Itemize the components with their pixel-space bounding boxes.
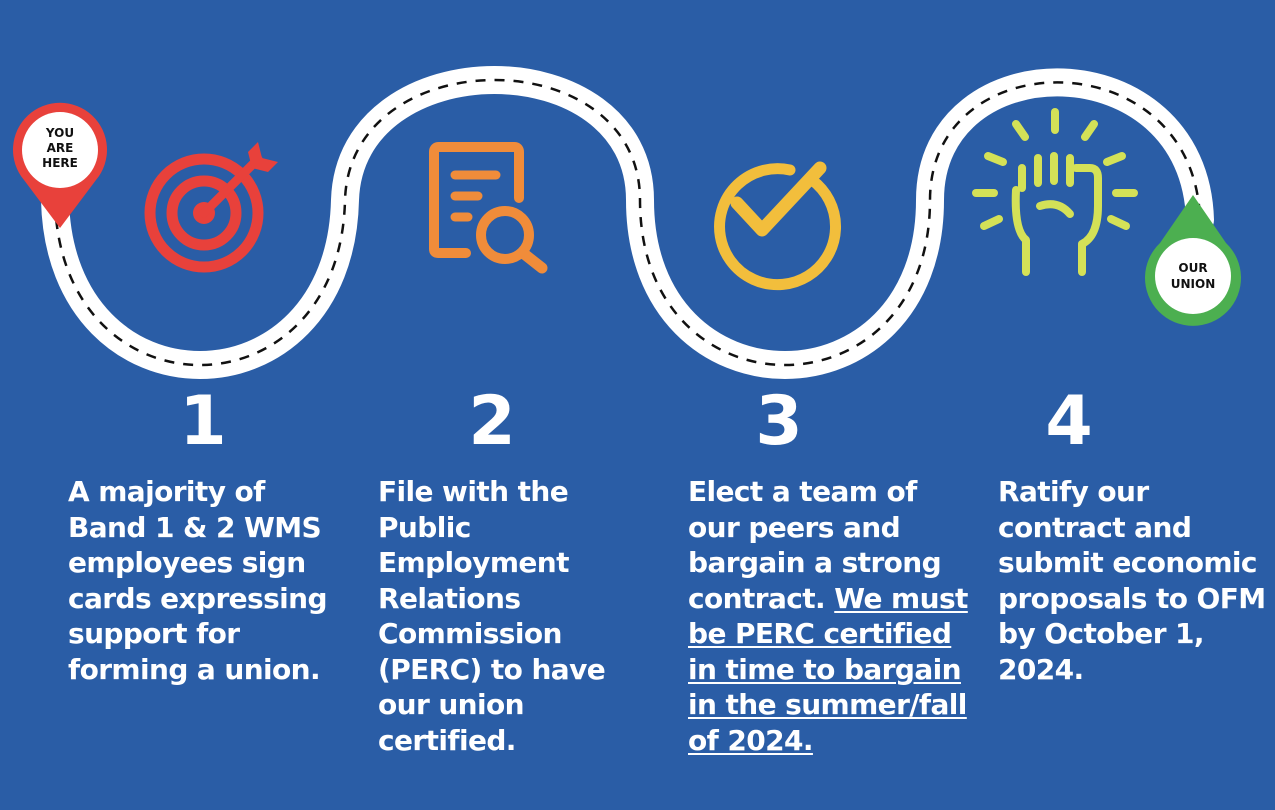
start-pin-center <box>22 112 98 188</box>
step-description-4: Ratify our contract and submit economic … <box>998 474 1275 687</box>
checkmark-circle-icon <box>714 161 841 291</box>
start-pin-line-1: YOU <box>45 126 74 140</box>
road-center-dashes <box>53 78 1202 367</box>
end-pin-line-1: OUR <box>1178 261 1207 275</box>
step-description-3: Elect a team of our peers and bargain a … <box>688 474 970 758</box>
start-pin-line-3: HERE <box>42 156 78 170</box>
you-are-here-pin: YOU ARE HERE <box>13 102 108 228</box>
step-number-1: 1 <box>179 382 227 461</box>
step-text-1: A majority of Band 1 & 2 WMS employees s… <box>68 475 328 686</box>
perc-deadline-note: We must be PERC certified in time to bar… <box>688 581 968 757</box>
step-text-3: Elect a team of our peers and bargain a … <box>688 475 942 615</box>
target-icon <box>144 142 278 273</box>
winding-road <box>41 66 1214 379</box>
step-text-4: Ratify our contract and submit economic … <box>998 475 1266 686</box>
step-number-3: 3 <box>755 382 803 461</box>
step-number-2: 2 <box>468 382 516 461</box>
step-description-2: File with the Public Employment Relation… <box>378 474 660 758</box>
our-union-pin: OUR UNION <box>1145 195 1242 326</box>
raised-fist-icon <box>972 108 1138 276</box>
document-search-icon <box>429 142 548 274</box>
step-number-4: 4 <box>1045 382 1093 461</box>
end-pin-line-2: UNION <box>1171 277 1216 291</box>
end-pin-center <box>1155 238 1231 314</box>
step-description-1: A majority of Band 1 & 2 WMS employees s… <box>68 474 350 687</box>
road-surface <box>41 66 1214 379</box>
step-text-2: File with the Public Employment Relation… <box>378 475 606 757</box>
start-pin-line-2: ARE <box>47 141 74 155</box>
